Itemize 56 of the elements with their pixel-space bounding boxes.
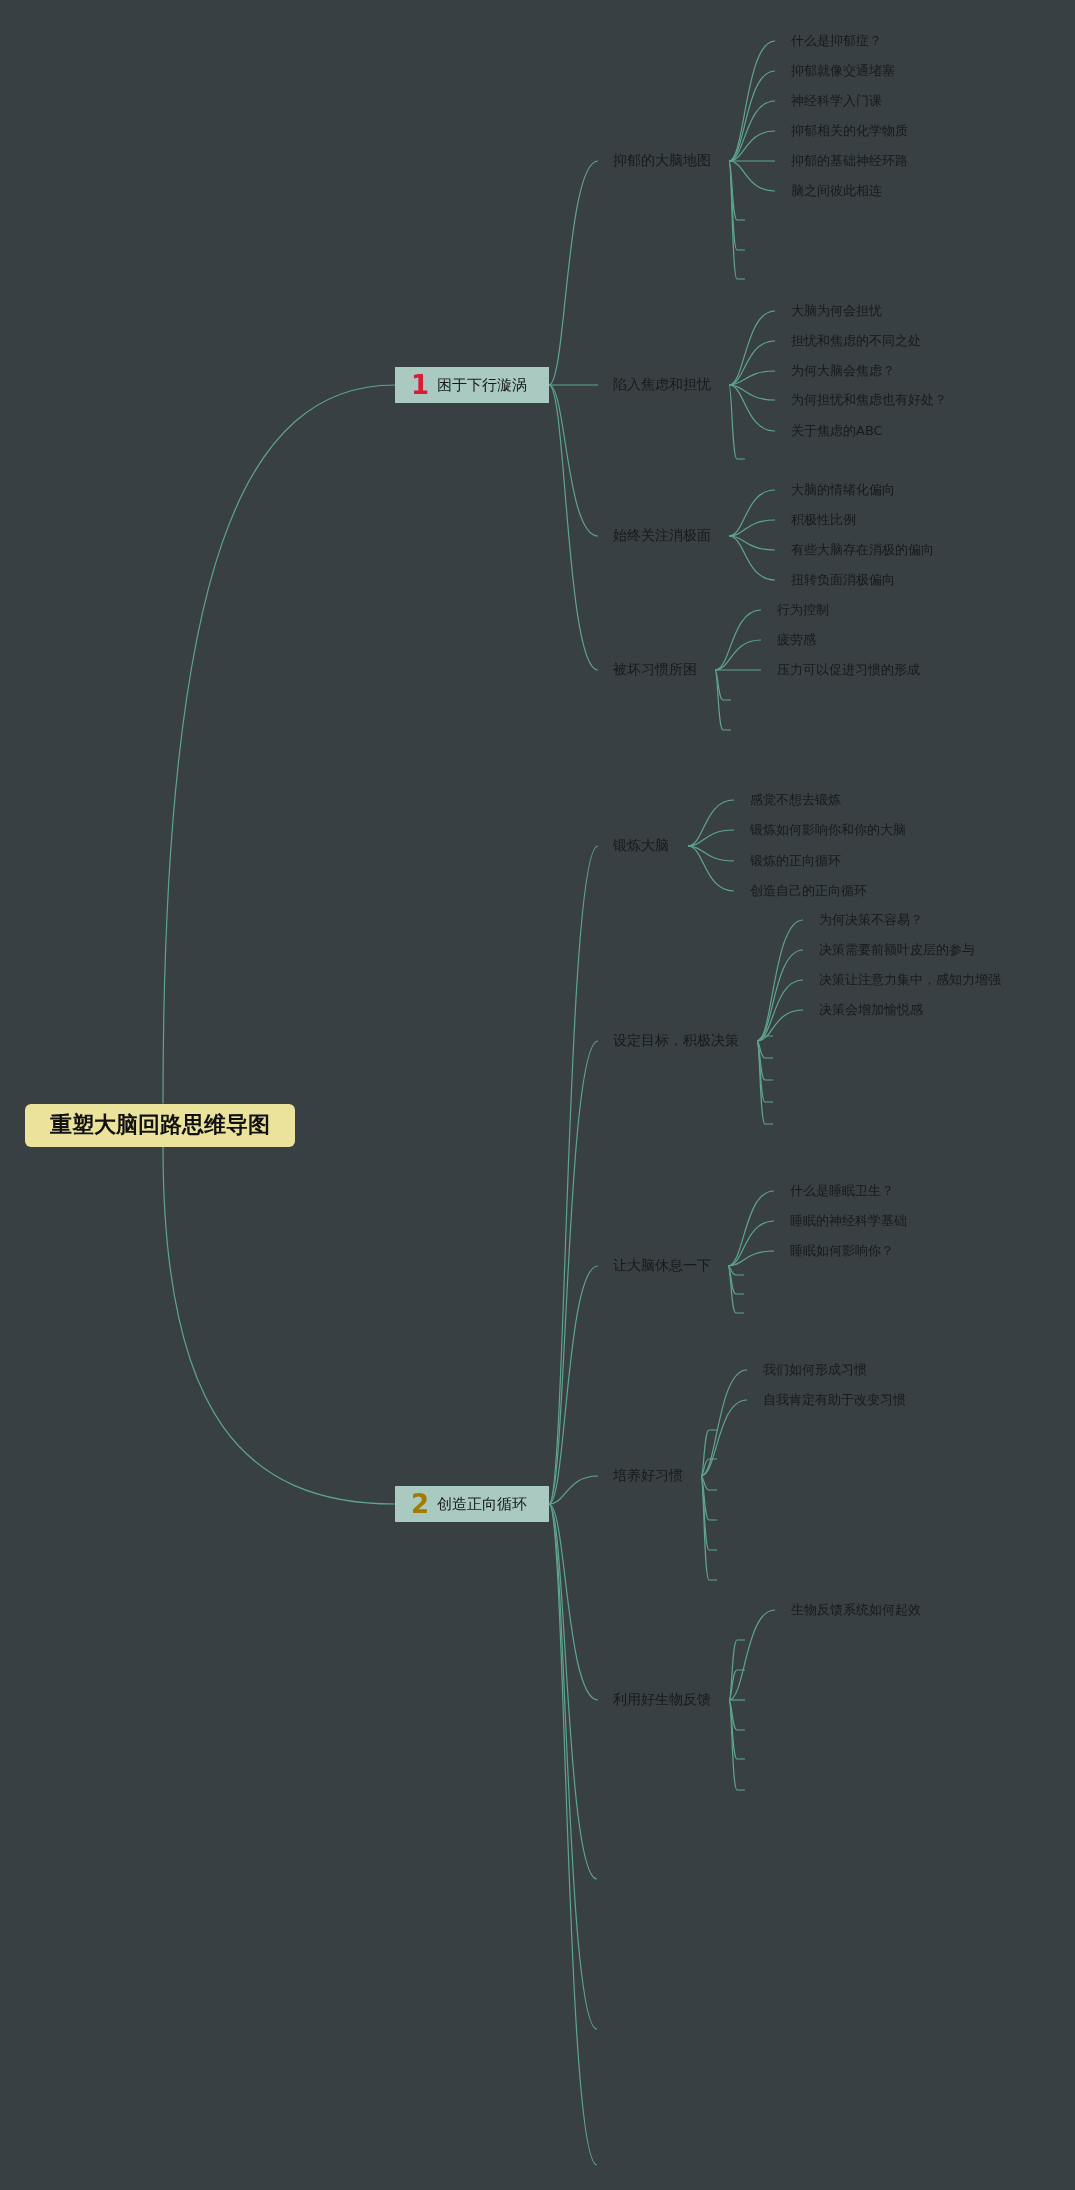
- connector-line: [756, 1035, 774, 1042]
- connector-line: [548, 384, 599, 386]
- connector-line: [728, 384, 746, 460]
- branch-number: 1: [411, 372, 430, 398]
- connector-line: [756, 1009, 804, 1042]
- connector-line: [700, 1475, 718, 1521]
- connector-line: [548, 1503, 598, 1880]
- connector-line: [548, 1475, 599, 1505]
- connector-line: [687, 829, 735, 847]
- connector-line: [548, 160, 599, 386]
- connector-line: [728, 1699, 746, 1701]
- connector-line: [728, 1699, 746, 1731]
- connector-line: [728, 519, 776, 537]
- connector-line: [700, 1475, 718, 1491]
- connector-line: [728, 384, 776, 401]
- connector-line: [727, 1265, 745, 1295]
- connector-line: [728, 1699, 746, 1791]
- connector-line: [728, 70, 776, 162]
- connector-line: [714, 669, 732, 731]
- connector-line: [700, 1458, 718, 1477]
- connector-line: [687, 845, 735, 862]
- connector-line: [700, 1475, 718, 1581]
- connector-line: [548, 1503, 599, 1701]
- branch-number: 2: [411, 1491, 430, 1517]
- connector-line: [728, 535, 776, 551]
- main-topic-box: [395, 367, 549, 403]
- connector-line: [700, 1429, 718, 1477]
- connector-line: [728, 160, 776, 192]
- connector-line: [548, 384, 599, 537]
- connector-line: [162, 384, 396, 1105]
- connector-line: [728, 535, 776, 581]
- central-topic: 重塑大脑回路思维导图: [25, 1103, 295, 1147]
- main-topic-box: [395, 1486, 549, 1522]
- connector-line: [727, 1250, 775, 1267]
- connector-line: [714, 669, 732, 701]
- connector-line: [756, 1040, 774, 1059]
- connector-line: [728, 160, 746, 280]
- connector-line: [548, 1265, 599, 1505]
- topic-title: 创造正向循环: [437, 1494, 528, 1514]
- connector-line: [548, 384, 599, 671]
- connector-line: [727, 1265, 745, 1314]
- connector-line: [728, 310, 776, 386]
- connector-line: [727, 1265, 745, 1276]
- connector-line: [714, 669, 762, 671]
- connector-line: [700, 1399, 748, 1477]
- connector-line: [756, 1040, 774, 1125]
- connector-line: [728, 384, 776, 432]
- connector-line: [687, 845, 735, 892]
- connector-line: [727, 1190, 775, 1267]
- topic-title: 困于下行漩涡: [437, 375, 528, 395]
- connector-line: [162, 1145, 396, 1505]
- connector-line: [728, 1639, 746, 1701]
- connector-line: [728, 1669, 746, 1701]
- connector-line: [756, 1040, 774, 1081]
- connector-line: [548, 1040, 599, 1505]
- connector-line: [728, 1609, 776, 1701]
